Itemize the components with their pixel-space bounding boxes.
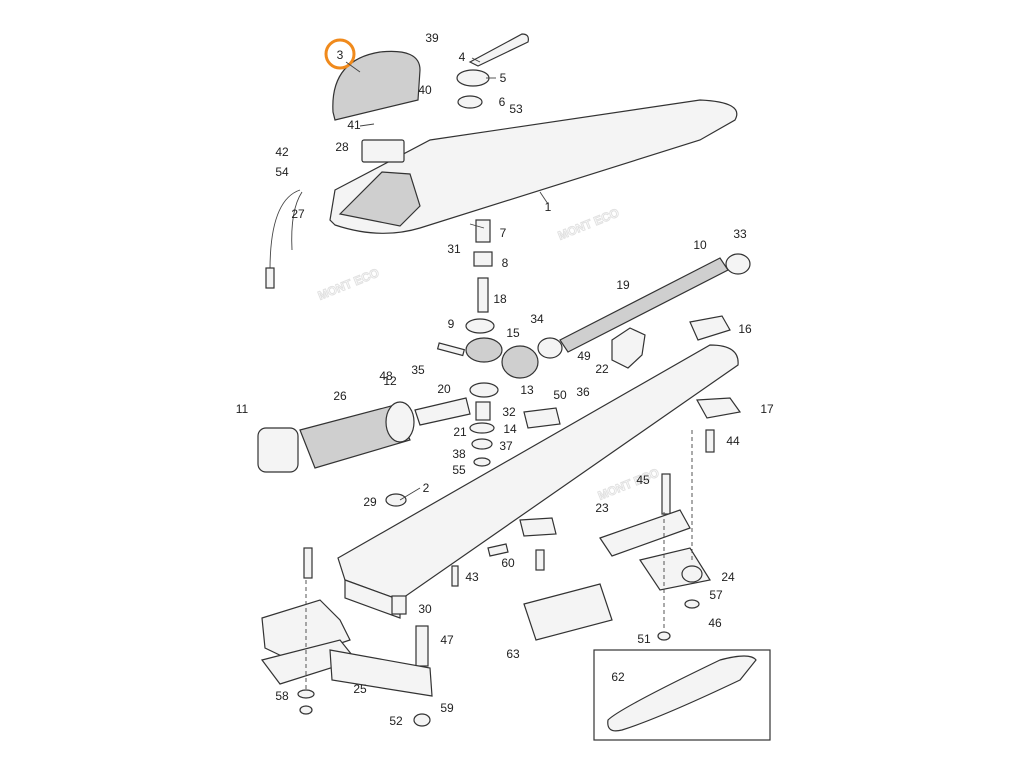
- part-label-10: 10: [693, 238, 707, 252]
- part-motor: [257, 397, 471, 473]
- part-label-50: 50: [553, 388, 567, 402]
- part-label-43: 43: [465, 570, 479, 584]
- part-label-2: 2: [423, 481, 430, 495]
- part-label-45: 45: [636, 473, 650, 487]
- part-rear-bracket: [611, 327, 646, 369]
- part-label-17: 17: [760, 402, 774, 416]
- part-label-3: 3: [337, 48, 344, 62]
- part-cable: [265, 189, 303, 289]
- part-label-33: 33: [733, 227, 747, 241]
- part-label-26: 26: [333, 389, 347, 403]
- part-label-22: 22: [595, 362, 609, 376]
- part-manual: [487, 543, 613, 641]
- part-label-63: 63: [506, 647, 520, 661]
- part-worm-screw: [559, 253, 751, 353]
- highlight-circle: [324, 38, 356, 70]
- part-label-27: 27: [291, 207, 305, 221]
- part-label-53: 53: [509, 102, 523, 116]
- part-label-52: 52: [389, 714, 403, 728]
- part-label-32: 32: [502, 405, 516, 419]
- part-right-bracket: [599, 509, 711, 641]
- part-label-39: 39: [425, 31, 439, 45]
- part-mesh-cap: [332, 50, 421, 121]
- part-label-44: 44: [726, 434, 740, 448]
- part-label-42: 42: [275, 145, 289, 159]
- part-label-48: 48: [379, 369, 393, 383]
- part-label-9: 9: [448, 317, 455, 331]
- part-label-12: 12: [383, 374, 397, 388]
- part-label-7: 7: [500, 226, 507, 240]
- part-label-14: 14: [503, 422, 517, 436]
- part-label-35: 35: [411, 363, 425, 377]
- part-label-18: 18: [493, 292, 507, 306]
- watermark-text: MONT ECO: [316, 266, 381, 303]
- part-label-25: 25: [353, 682, 367, 696]
- part-label-54: 54: [275, 165, 289, 179]
- part-label-30: 30: [418, 602, 432, 616]
- part-label-21: 21: [453, 425, 467, 439]
- part-label-29: 29: [363, 495, 377, 509]
- inset-box: [593, 649, 771, 741]
- part-label-19: 19: [616, 278, 630, 292]
- part-label-55: 55: [452, 463, 466, 477]
- part-terminal-block: [361, 139, 405, 163]
- part-label-46: 46: [708, 616, 722, 630]
- part-label-36: 36: [576, 385, 590, 399]
- part-label-37: 37: [499, 439, 513, 453]
- part-left-bracket: [260, 599, 433, 727]
- watermark-left: MONT ECO: [315, 265, 381, 303]
- watermark-text: MONT ECO: [596, 466, 661, 503]
- part-sliders: [519, 315, 742, 537]
- part-label-62: 62: [611, 670, 625, 684]
- part-release-lever: [456, 33, 529, 109]
- part-label-47: 47: [440, 633, 454, 647]
- part-label-38: 38: [452, 447, 466, 461]
- watermark-bottom: MONT ECO: [595, 465, 661, 503]
- watermark-text: MONT ECO: [556, 206, 621, 243]
- part-drive-stack: [436, 219, 563, 467]
- part-label-1: 1: [545, 200, 552, 214]
- part-bolts: [303, 429, 715, 667]
- part-label-5: 5: [500, 71, 507, 85]
- part-label-59: 59: [440, 701, 454, 715]
- part-label-24: 24: [721, 570, 735, 584]
- part-label-58: 58: [275, 689, 289, 703]
- part-label-41: 41: [347, 118, 361, 132]
- part-label-6: 6: [499, 95, 506, 109]
- part-label-20: 20: [437, 382, 451, 396]
- part-label-57: 57: [709, 588, 723, 602]
- part-label-8: 8: [502, 256, 509, 270]
- watermark-right: MONT ECO: [555, 205, 621, 243]
- part-cover: [329, 99, 738, 234]
- part-label-11: 11: [236, 402, 249, 416]
- part-label-49: 49: [577, 349, 591, 363]
- part-housing: [337, 344, 739, 619]
- part-label-40: 40: [418, 83, 432, 97]
- leader-lines: [345, 57, 549, 501]
- part-label-51: 51: [637, 632, 651, 646]
- part-label-16: 16: [738, 322, 752, 336]
- part-label-23: 23: [595, 501, 609, 515]
- part-label-60: 60: [501, 556, 515, 570]
- part-label-31: 31: [447, 242, 461, 256]
- part-label-28: 28: [335, 140, 349, 154]
- part-label-4: 4: [459, 50, 466, 64]
- part-label-15: 15: [506, 326, 520, 340]
- part-label-34: 34: [530, 312, 544, 326]
- part-label-13: 13: [520, 383, 534, 397]
